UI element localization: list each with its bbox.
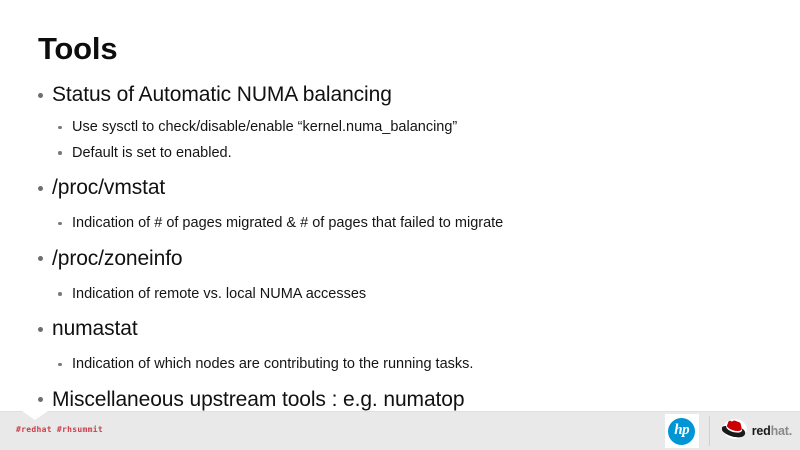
bullet-list: Status of Automatic NUMA balancing Use s…	[36, 84, 780, 419]
sub-bullet-marker-icon	[58, 125, 62, 130]
sub-bullet-marker-icon	[58, 362, 62, 367]
bullet-level2: Use sysctl to check/disable/enable “kern…	[36, 120, 780, 135]
redhat-word-red: red	[751, 423, 771, 438]
slide-footer: #redhat #rhsummit hp	[0, 411, 800, 450]
bullet-text: /proc/zoneinfo	[52, 246, 183, 270]
bullet-marker-icon	[38, 326, 43, 332]
bullet-level2: Default is set to enabled.	[36, 144, 780, 161]
bullet-text: Use sysctl to check/disable/enable “kern…	[72, 119, 458, 135]
bullet-text: Miscellaneous upstream tools : e.g. numa…	[52, 387, 465, 411]
bullet-marker-icon	[38, 185, 43, 191]
bullet-marker-icon	[38, 256, 43, 261]
footer-notch-icon	[22, 411, 48, 420]
redhat-word-hat: hat	[770, 423, 789, 438]
redhat-trailing-dot: .	[788, 423, 793, 438]
bullet-level2: Indication of remote vs. local NUMA acce…	[36, 285, 780, 302]
bullet-text: Indication of # of pages migrated & # of…	[72, 215, 504, 231]
hp-circle-icon: hp	[668, 417, 696, 445]
bullet-level1: /proc/zoneinfo	[36, 248, 780, 269]
bullet-level1: numastat	[36, 318, 780, 339]
bullet-text: Indication of remote vs. local NUMA acce…	[72, 285, 367, 302]
redhat-shadowman-icon	[721, 418, 748, 445]
hp-logo-label: hp	[674, 421, 690, 438]
bullet-level1: Status of Automatic NUMA balancing	[36, 84, 780, 105]
bullet-text: Indication of which nodes are contributi…	[72, 356, 474, 372]
bullet-text: Status of Automatic NUMA balancing	[52, 83, 392, 106]
footer-divider	[708, 416, 710, 446]
bullet-text: numastat	[52, 317, 138, 340]
redhat-logo: redhat.	[721, 418, 793, 445]
sub-bullet-marker-icon	[58, 151, 62, 155]
sub-bullet-marker-icon	[58, 292, 62, 296]
footer-hashtags: #redhat #rhsummit	[16, 425, 103, 434]
bullet-marker-icon	[38, 397, 43, 402]
bullet-text: Default is set to enabled.	[72, 144, 232, 161]
footer-logos: hp redhat.	[664, 412, 793, 450]
bullet-level1: /proc/vmstat	[36, 177, 780, 198]
hp-logo-icon: hp	[664, 414, 699, 448]
bullet-level1: Miscellaneous upstream tools : e.g. numa…	[36, 389, 780, 410]
bullet-text: /proc/vmstat	[52, 176, 166, 199]
redhat-wordmark: redhat.	[751, 423, 793, 438]
bullet-level2: Indication of # of pages migrated & # of…	[36, 216, 780, 231]
bullet-level2: Indication of which nodes are contributi…	[36, 357, 780, 372]
sub-bullet-marker-icon	[58, 221, 62, 226]
page-title: Tools	[38, 31, 118, 66]
bullet-marker-icon	[38, 92, 43, 98]
